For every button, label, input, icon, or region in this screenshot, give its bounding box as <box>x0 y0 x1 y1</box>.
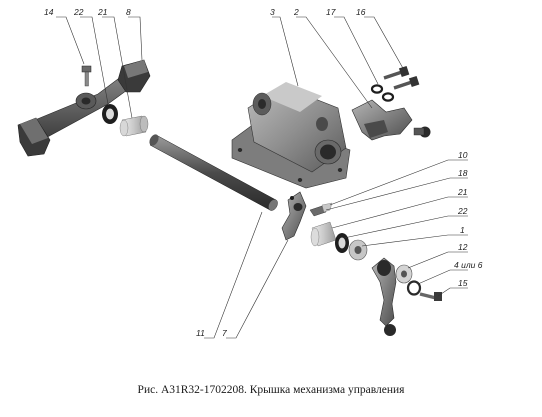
callout-8: 8 <box>126 7 131 17</box>
callout-7: 7 <box>222 328 227 338</box>
bushing-21-lower <box>310 221 337 247</box>
callout-2: 2 <box>293 7 299 17</box>
callout-21-upper: 21 <box>97 7 108 17</box>
callout-10: 10 <box>458 150 468 160</box>
seal-22-upper <box>102 104 118 124</box>
seal-22-lower <box>335 233 349 253</box>
bolts-16 <box>383 65 420 90</box>
plunger-10-18 <box>309 202 333 217</box>
callout-22-lower: 22 <box>457 206 468 216</box>
callout-1: 1 <box>460 225 465 235</box>
callout-3: 3 <box>270 7 275 17</box>
leader-lines <box>56 16 468 339</box>
rod-11 <box>149 134 278 211</box>
bracket-2 <box>351 99 431 141</box>
bushing-21-upper <box>119 115 149 137</box>
callout-22-upper: 22 <box>73 7 84 17</box>
washers-17 <box>370 84 395 102</box>
callout-12: 12 <box>458 242 468 252</box>
callout-16: 16 <box>356 7 366 17</box>
callout-21-lower: 21 <box>457 187 468 197</box>
lever-12 <box>371 257 413 336</box>
callout-17: 17 <box>326 7 336 17</box>
washer-4-or-6 <box>406 280 422 296</box>
lever-8 <box>17 59 151 157</box>
screw-14 <box>81 65 92 87</box>
callout-labels: 14 22 21 8 3 2 17 16 10 18 21 22 1 12 4 … <box>44 7 483 338</box>
bolt-15 <box>419 292 442 301</box>
housing-3 <box>231 82 351 189</box>
callout-11: 11 <box>196 328 205 338</box>
callout-14: 14 <box>44 7 54 17</box>
washer-1 <box>348 239 368 261</box>
callout-18: 18 <box>458 168 468 178</box>
callout-4-or-6: 4 или 6 <box>454 260 483 270</box>
figure-caption: Рис. А31R32-1702208. Крышка механизма уп… <box>137 384 405 396</box>
finger-7 <box>281 191 307 241</box>
callout-15: 15 <box>458 278 468 288</box>
